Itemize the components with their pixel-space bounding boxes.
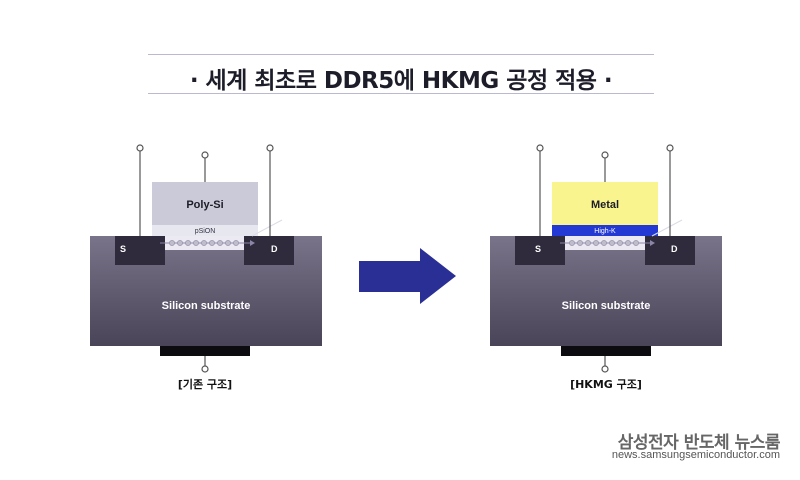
page-title: · 세계 최초로 DDR5에 HKMG 공정 적용 ·: [189, 68, 613, 94]
left-drain-terminal: [266, 144, 274, 152]
right-metal-gate: [552, 182, 658, 225]
left-drain-label: D: [271, 244, 278, 254]
left-substrate-label: Silicon substrate: [162, 300, 251, 312]
right-dielectric-highlight: [651, 219, 683, 237]
left-channel-carriers: [160, 240, 255, 246]
left-dielectric-label: pSiON: [195, 228, 216, 235]
left-source-region: [115, 236, 165, 265]
transition-arrow-icon: [359, 248, 456, 304]
right-gate-label: Metal: [591, 199, 619, 211]
title-banner: · 세계 최초로 DDR5에 HKMG 공정 적용 ·: [148, 54, 654, 94]
left-body-contact: [160, 346, 250, 356]
right-gate-terminal: [601, 151, 609, 159]
right-drain-region: [645, 236, 695, 265]
brand-url: news.samsungsemiconductor.com: [611, 449, 780, 461]
right-source-label: S: [535, 244, 541, 254]
left-body-terminal: [201, 365, 209, 373]
right-channel-carriers: [560, 240, 655, 246]
left-caption: [기존 구조]: [177, 378, 233, 391]
left-source-label: S: [120, 244, 126, 254]
left-source-terminal: [136, 144, 144, 152]
conventional-transistor: Silicon substrate S D Poly-Si pSiON: [90, 144, 322, 373]
left-psion-layer: [152, 225, 258, 236]
right-body-contact: [561, 346, 651, 356]
left-gate-label: Poly-Si: [186, 199, 223, 211]
right-body-terminal: [601, 365, 609, 373]
right-drain-terminal: [666, 144, 674, 152]
right-drain-label: D: [671, 244, 678, 254]
brand-name: 삼성전자 반도체 뉴스룸: [617, 433, 781, 453]
left-dielectric-highlight: [251, 219, 283, 237]
left-gate-terminal: [201, 151, 209, 159]
right-high-k-layer: [552, 225, 658, 236]
right-source-region: [515, 236, 565, 265]
title-top-rule: [148, 54, 654, 55]
title-bottom-rule: [148, 93, 654, 94]
left-drain-region: [244, 236, 294, 265]
right-dielectric-label: High-K: [594, 228, 616, 235]
hkmg-transistor: Silicon substrate S D Metal High-K: [490, 144, 722, 373]
right-source-terminal: [536, 144, 544, 152]
right-caption: [HKMG 구조]: [570, 378, 642, 391]
left-poly-gate: [152, 182, 258, 225]
right-substrate-label: Silicon substrate: [562, 300, 651, 312]
